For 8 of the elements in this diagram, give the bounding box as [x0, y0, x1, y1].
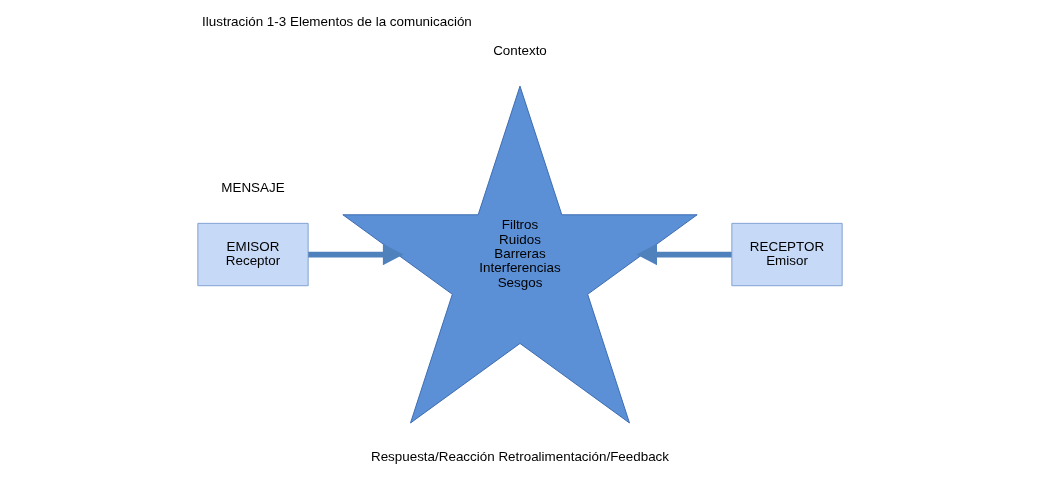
- node-box: RECEPTOR Emisor: [730, 222, 843, 287]
- label: Respuesta/Reacción Retroalimentación/Feedback: [370, 449, 669, 465]
- label: MENSAJE: [220, 179, 285, 195]
- arrow: [635, 243, 732, 266]
- diagram-title: Ilustración 1-3 Elementos de la comunicación: [201, 14, 472, 30]
- node-box: EMISOR Receptor: [196, 222, 309, 287]
- label: Contexto: [492, 42, 547, 58]
- arrow: [307, 243, 403, 266]
